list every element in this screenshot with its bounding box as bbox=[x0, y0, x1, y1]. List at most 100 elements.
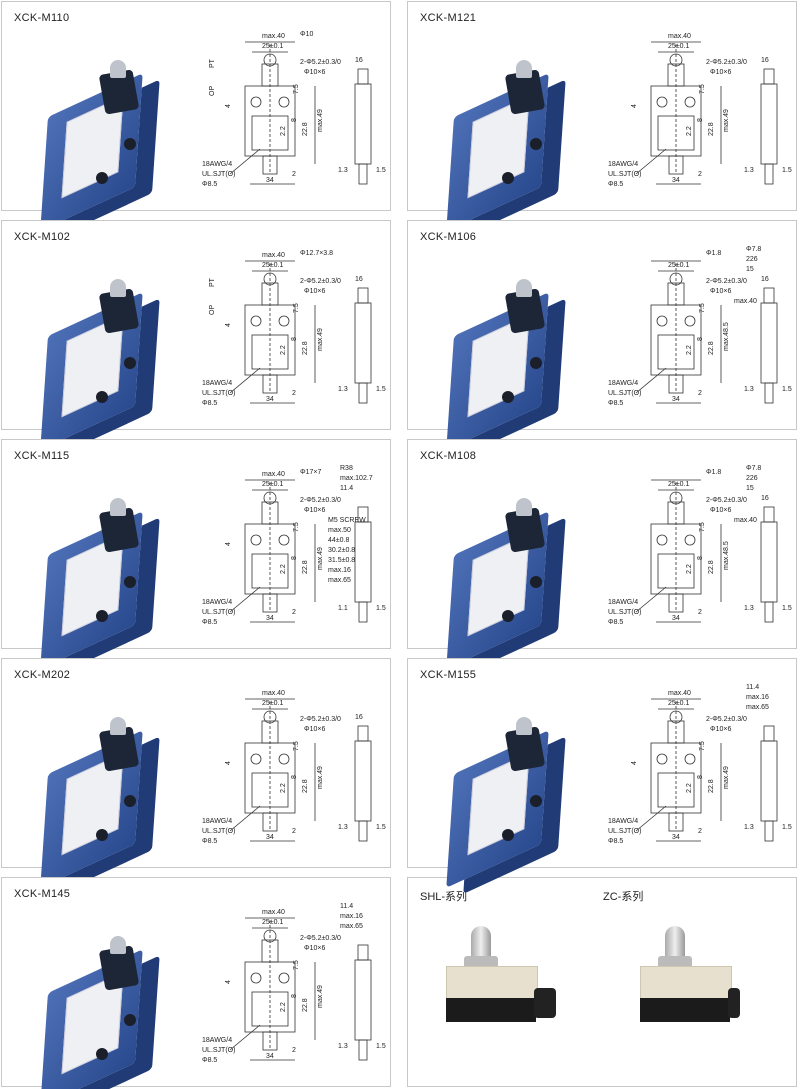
dimension-label: 22.8 bbox=[302, 122, 309, 136]
dimension-label: max.40 bbox=[262, 33, 285, 40]
dimension-label: max.48.5 bbox=[723, 322, 730, 351]
dimension-label: Φ1.8 bbox=[706, 250, 721, 257]
dimension-label: Φ10×6 bbox=[710, 726, 731, 733]
dimension-label: max.40 bbox=[734, 517, 757, 524]
limit-switch-photo bbox=[24, 480, 174, 669]
dimension-label: UL.SJT(O) bbox=[202, 828, 235, 835]
dimension-label: 18AWG/4 bbox=[202, 1037, 232, 1044]
dimension-label: 2-Φ5.2±0.3/0 bbox=[300, 497, 341, 504]
dimension-label: Φ8.5 bbox=[202, 400, 217, 407]
dimension-label: PT bbox=[209, 58, 216, 68]
dimension-label: 34 bbox=[266, 615, 274, 622]
dimension-label: 34 bbox=[266, 396, 274, 403]
dimension-label: UL.SJT(O) bbox=[608, 171, 641, 178]
dimension-label: 2-Φ5.2±0.3/0 bbox=[706, 716, 747, 723]
dimension-drawing: max.4025±0.1Φ102-Φ5.2±0.3/0Φ10×6PTOP47.5… bbox=[202, 31, 386, 188]
dimension-label: 2.2 bbox=[280, 1002, 287, 1012]
dimension-label: 18AWG/4 bbox=[202, 380, 232, 387]
dimension-label: 2.2 bbox=[280, 345, 287, 355]
model-title: XCK-M108 bbox=[420, 450, 477, 462]
dimension-label: 11.4 bbox=[340, 485, 353, 492]
dimension-label: 8 bbox=[291, 556, 298, 560]
dimension-label: Φ10×6 bbox=[304, 945, 325, 952]
dimension-label: 2.2 bbox=[280, 126, 287, 136]
dimension-label: 2.2 bbox=[686, 345, 693, 355]
dimension-label: Φ1.8 bbox=[706, 469, 721, 476]
dimension-label: 1.5 bbox=[376, 1043, 386, 1050]
dimension-label: 7.5 bbox=[293, 303, 300, 313]
dimension-label: 7.5 bbox=[699, 522, 706, 532]
dimension-label: 34 bbox=[266, 1053, 274, 1060]
dimension-label: max.102.7 bbox=[340, 475, 373, 482]
dimension-label: Φ12.7×3.8 bbox=[300, 250, 333, 257]
dimension-label: PT bbox=[209, 277, 216, 287]
model-title: XCK-M121 bbox=[420, 12, 477, 24]
dimension-label: max.49 bbox=[317, 985, 324, 1008]
dimension-label: 16 bbox=[761, 495, 769, 502]
dimension-label: Φ7.8 bbox=[746, 465, 761, 472]
dimension-label: max.16 bbox=[746, 694, 769, 701]
dimension-label: 1.3 bbox=[338, 1043, 348, 1050]
dimension-label: 1.1 bbox=[338, 605, 348, 612]
dimension-label: 2 bbox=[292, 828, 296, 835]
dimension-label: 2-Φ5.2±0.3/0 bbox=[706, 59, 747, 66]
dimension-label: 22.8 bbox=[708, 122, 715, 136]
dimension-label: 8 bbox=[697, 775, 704, 779]
dimension-label: 1.3 bbox=[338, 824, 348, 831]
dimension-label: 7.5 bbox=[293, 84, 300, 94]
dimension-label: 8 bbox=[291, 337, 298, 341]
dimension-label: max.50 bbox=[328, 527, 351, 534]
model-title: XCK-M115 bbox=[14, 450, 70, 462]
dimension-label: R38 bbox=[340, 465, 353, 472]
dimension-label: 30.2±0.8 bbox=[328, 547, 355, 554]
dimension-label: 2 bbox=[698, 171, 702, 178]
dimension-label: 25±0.1 bbox=[262, 262, 283, 269]
dimension-label: 25±0.1 bbox=[262, 481, 283, 488]
dimension-label: Φ10 bbox=[300, 31, 313, 38]
model-title: XCK-M106 bbox=[420, 231, 477, 243]
dimension-label: 11.4 bbox=[340, 903, 353, 910]
dimension-label: 7.5 bbox=[699, 84, 706, 94]
dimension-label: 1.3 bbox=[744, 386, 754, 393]
dimension-label: max.40 bbox=[262, 471, 285, 478]
dimension-label: 226 bbox=[746, 475, 758, 482]
dimension-label: 2.2 bbox=[686, 564, 693, 574]
dimension-label: max.48.5 bbox=[723, 541, 730, 570]
dimension-label: 2 bbox=[292, 390, 296, 397]
dimension-label: max.49 bbox=[317, 547, 324, 570]
dimension-label: 2-Φ5.2±0.3/0 bbox=[300, 278, 341, 285]
series-panel: SHL-系列 ZC-系列 bbox=[407, 877, 797, 1087]
dimension-label: 25±0.1 bbox=[668, 700, 689, 707]
dimension-label: UL.SJT(O) bbox=[608, 390, 641, 397]
dimension-label: 11.4 bbox=[746, 684, 759, 691]
dimension-label: max.49 bbox=[317, 766, 324, 789]
dimension-label: 2.2 bbox=[280, 783, 287, 793]
dimension-label: max.40 bbox=[734, 298, 757, 305]
dimension-label: Φ10×6 bbox=[304, 726, 325, 733]
dimension-label: 2-Φ5.2±0.3/0 bbox=[300, 59, 341, 66]
dimension-label: 4 bbox=[225, 104, 232, 108]
dimension-label: 4 bbox=[225, 542, 232, 546]
dimension-label: Φ8.5 bbox=[608, 838, 623, 845]
dimension-label: 16 bbox=[761, 57, 769, 64]
dimension-label: UL.SJT(O) bbox=[202, 609, 235, 616]
zc-switch-photo bbox=[640, 926, 750, 1026]
dimension-label: 22.8 bbox=[708, 779, 715, 793]
model-title: XCK-M155 bbox=[420, 669, 477, 681]
dimension-label: 18AWG/4 bbox=[202, 599, 232, 606]
dimension-label: 2 bbox=[698, 609, 702, 616]
dimension-drawing: max.4025±0.12-Φ5.2±0.3/0Φ10×647.5822.82.… bbox=[608, 684, 792, 845]
dimension-label: 34 bbox=[672, 834, 680, 841]
dimension-label: 1.3 bbox=[338, 167, 348, 174]
limit-switch-photo bbox=[24, 261, 174, 450]
dimension-label: 1.3 bbox=[744, 167, 754, 174]
dimension-label: 25±0.1 bbox=[668, 481, 689, 488]
